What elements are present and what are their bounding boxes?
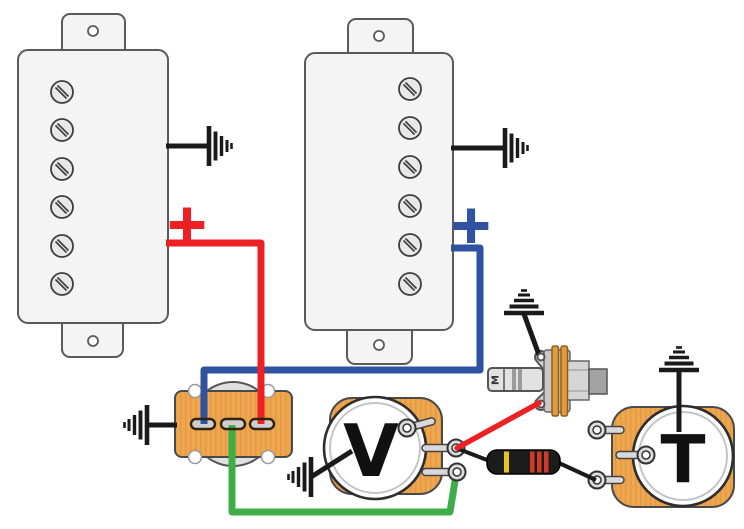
screw-pole-icon	[50, 118, 74, 142]
jack-barrel-stripe	[512, 369, 516, 390]
left-pickup-bottom-mount-hole	[87, 335, 99, 347]
tone-pot-label: T	[660, 422, 705, 499]
hot-wire-red	[166, 239, 265, 424]
screw-pole-icon	[398, 194, 422, 218]
ground-icon-jack	[504, 291, 544, 314]
pot-notch	[260, 449, 276, 465]
right-pickup-body	[304, 52, 454, 331]
jack-threaded-section	[566, 360, 590, 401]
hot-wire-blue	[200, 244, 484, 424]
jack-washer	[560, 345, 569, 417]
tone-pot-lug-bottom	[587, 470, 607, 490]
right-humbucker-pickup	[304, 18, 454, 365]
jack-hot-wire-red	[454, 400, 542, 451]
screw-pole-icon	[50, 195, 74, 219]
jack-barrel-stripe	[518, 369, 522, 390]
screw-pole-icon	[50, 80, 74, 104]
jack-lug-upper-hole	[536, 352, 546, 362]
left-humbucker-pickup	[17, 13, 169, 358]
tone-pot-lug-middle	[636, 445, 656, 465]
resistor-lead-left	[455, 446, 488, 462]
screw-pole-icon	[50, 234, 74, 258]
screw-pole-icon	[50, 157, 74, 181]
right-pickup-top-mount-hole	[373, 30, 385, 42]
resistor-band-red	[537, 451, 542, 473]
volume-pot-label: V	[343, 409, 399, 493]
left-pickup-top-mount-hole	[87, 25, 99, 37]
ground-icon-right-pickup	[505, 128, 528, 168]
resistor-lead-right	[558, 461, 597, 482]
pot-notch	[187, 383, 203, 399]
pot-lug-slot-right-outline	[248, 417, 276, 431]
pot-lug-slot-middle	[221, 419, 245, 429]
volume-pot-inner-ring	[329, 402, 421, 494]
resistor-body	[486, 449, 561, 475]
pot-notch	[187, 449, 203, 465]
screw-pole-icon	[398, 155, 422, 179]
right-pickup-bottom-mount-hole	[373, 339, 385, 351]
ground-icon-volume-pot	[289, 457, 312, 497]
jack-washer	[551, 345, 560, 417]
resistor	[455, 446, 597, 482]
volume-pot-ground-wire	[309, 448, 354, 480]
resistor-band-yellow	[504, 451, 509, 473]
screw-pole-icon	[398, 77, 422, 101]
pot-lug-slot-left-outline	[189, 417, 217, 431]
screw-pole-icon	[50, 272, 74, 296]
jack-nut	[588, 368, 608, 395]
left-pickup-body	[17, 49, 169, 324]
ground-icon-left-pickup	[209, 126, 232, 166]
screw-pole-icon	[398, 116, 422, 140]
output-jack: M	[487, 313, 608, 417]
tone-pot: T	[587, 370, 735, 508]
jack-ground-wire	[521, 313, 542, 356]
volume-pot-lug-top	[397, 418, 417, 438]
ground-icon-rear-view-pot	[125, 405, 148, 445]
resistor-band-red	[544, 451, 549, 473]
pot-lug-slot-middle-outline	[219, 417, 247, 431]
screw-pole-icon	[398, 272, 422, 296]
output-wire-green	[228, 425, 460, 516]
ground-icon-tone-pot	[659, 348, 699, 371]
screw-pole-icon	[398, 233, 422, 257]
volume-pot-lug-bottom	[447, 462, 467, 482]
resistor-band-red	[530, 451, 535, 473]
volume-pot: V	[309, 395, 467, 501]
tone-pot-lug-top	[587, 420, 607, 440]
jack-sleeve-marking: M	[491, 375, 502, 385]
